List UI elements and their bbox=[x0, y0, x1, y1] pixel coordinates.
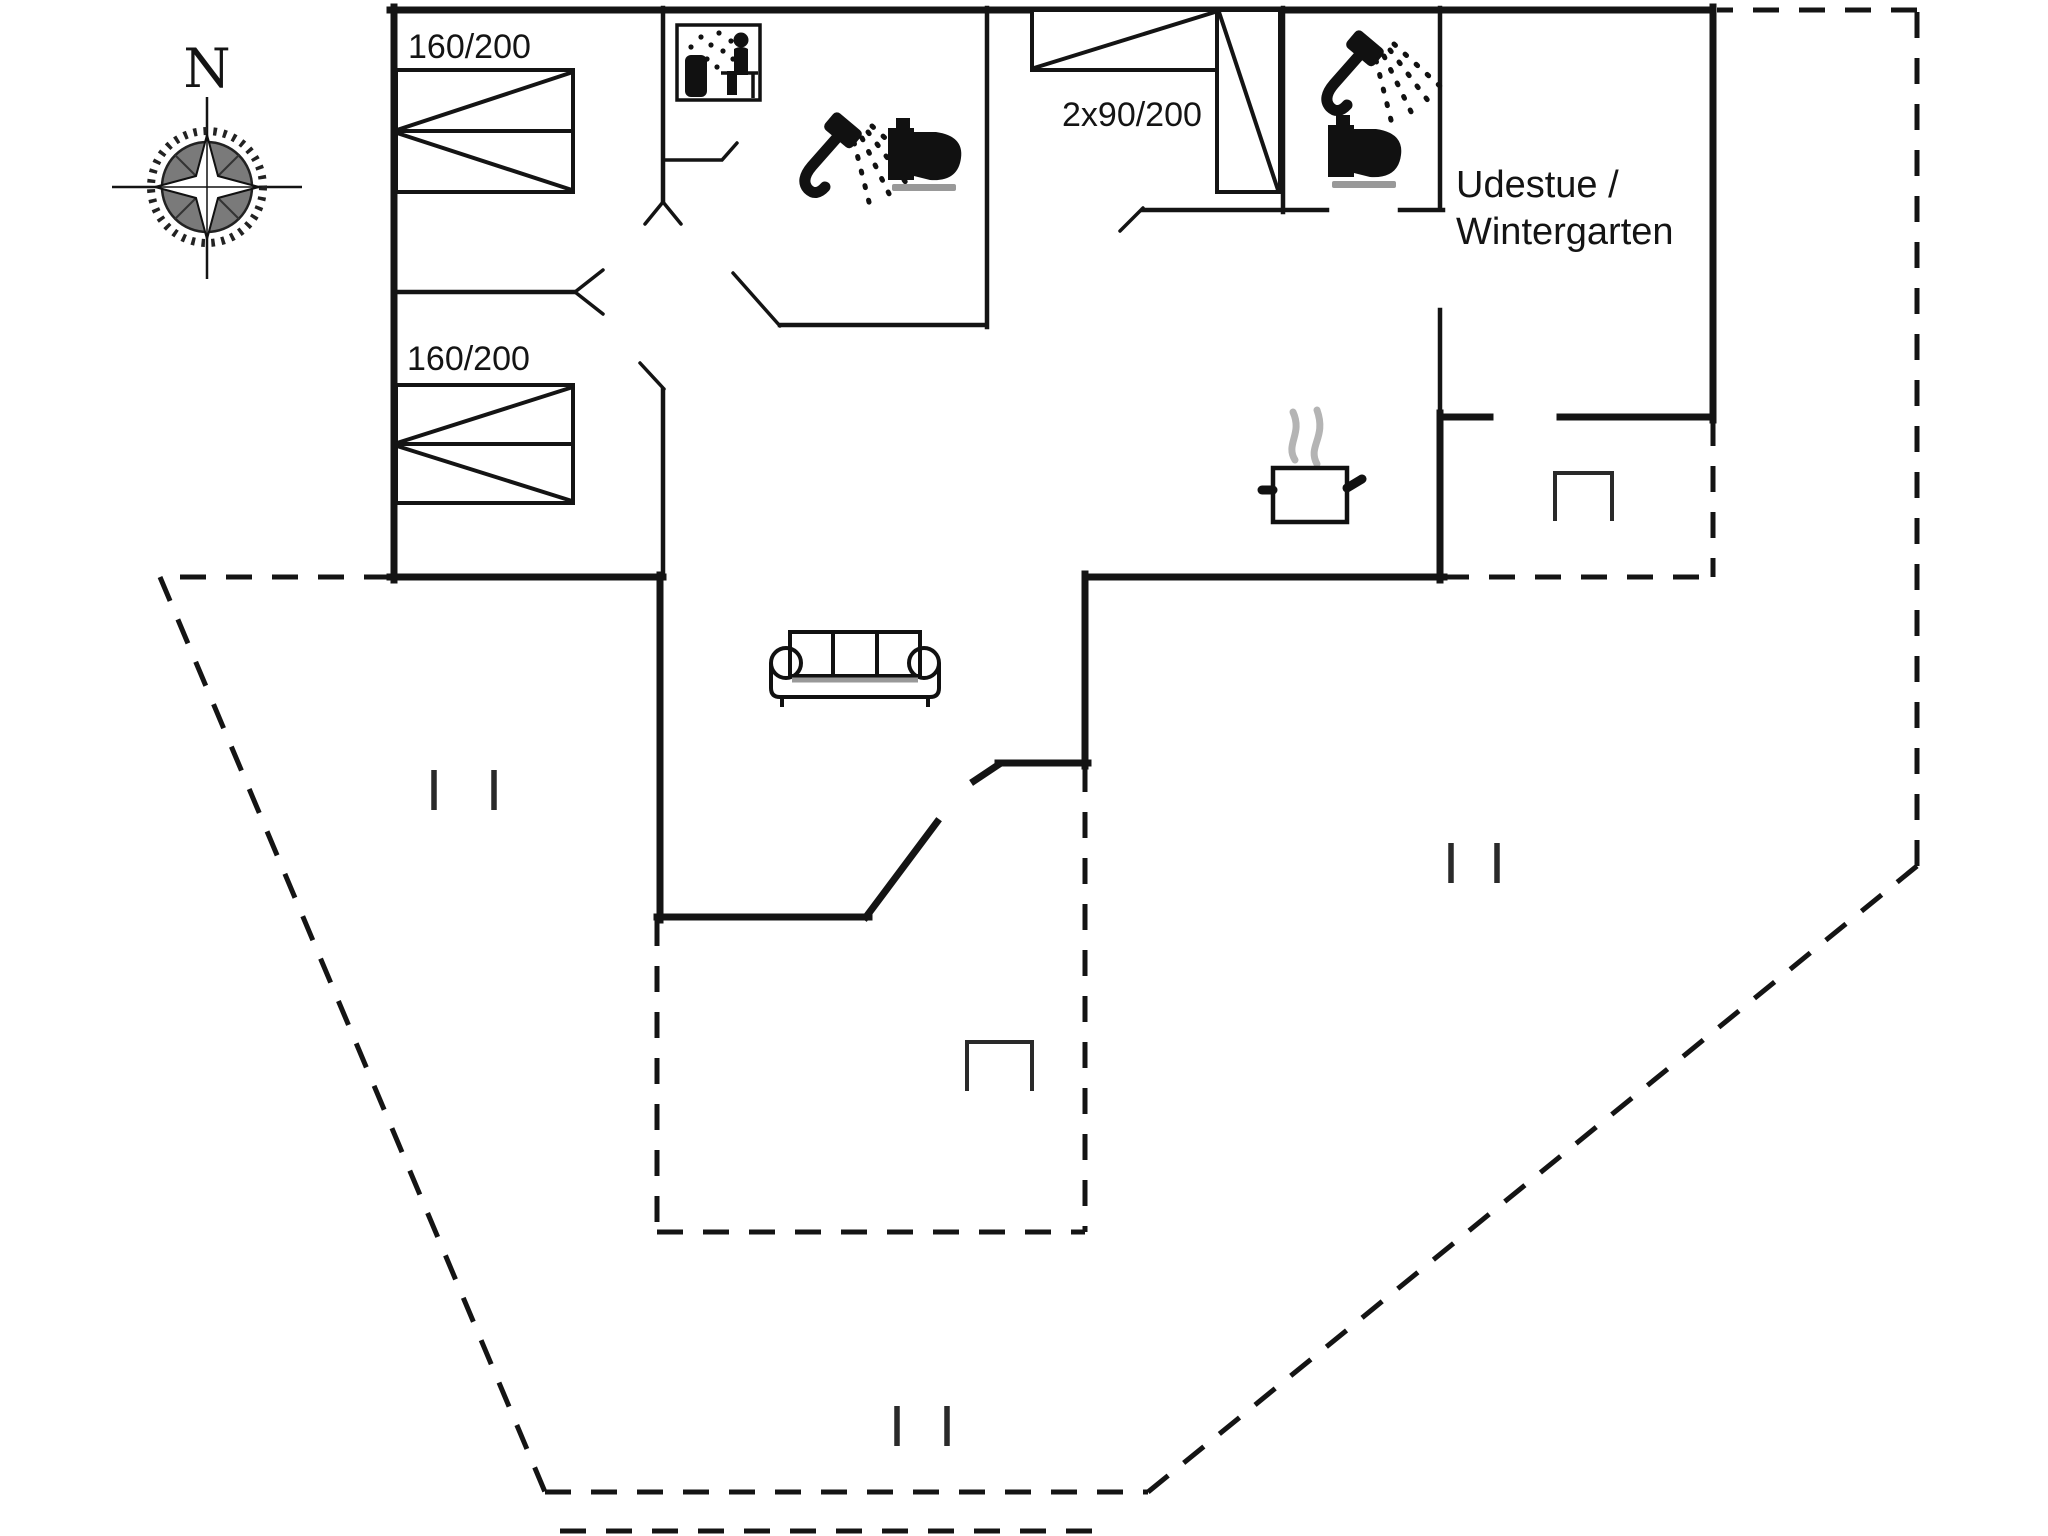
terrace-dashed-outline bbox=[157, 7, 1920, 1534]
door-bedroom-top-left bbox=[573, 268, 605, 316]
door-bathroom1-west bbox=[643, 200, 683, 226]
sauna-icon bbox=[675, 23, 762, 102]
terrace-east-outline bbox=[1443, 420, 1716, 580]
cooking-pot-icon bbox=[1257, 406, 1367, 525]
sofa bbox=[769, 630, 941, 707]
bed-size-label-middle: 2x90/200 bbox=[1062, 96, 1202, 134]
compass-north-label: N bbox=[183, 37, 230, 100]
door-bedroom-middle bbox=[1118, 206, 1145, 233]
interior-walls bbox=[391, 5, 1446, 580]
compass-tick-ring bbox=[147, 127, 267, 247]
double-bed-bottom-left bbox=[394, 383, 575, 505]
compass-rose: N bbox=[112, 37, 302, 279]
door-bathroom1-south bbox=[731, 271, 782, 328]
exterior-walls bbox=[386, 3, 1717, 924]
bed-size-label-bottom-left: 160/200 bbox=[407, 340, 530, 378]
shower-spray bbox=[1373, 41, 1445, 135]
door-marks bbox=[573, 141, 1145, 391]
toilet-icon-bathroom2 bbox=[1328, 115, 1402, 188]
bed-lines bbox=[396, 385, 574, 503]
toilet-icon-bathroom1 bbox=[888, 118, 962, 191]
door-bedroom-bottom-left bbox=[638, 361, 666, 391]
bed-lines bbox=[1217, 11, 1280, 191]
terrace-tick-marks bbox=[431, 770, 1500, 1446]
bed-lines bbox=[1033, 10, 1216, 70]
niche-marker-east bbox=[1553, 471, 1614, 521]
toilet-base bbox=[1332, 181, 1396, 188]
terrace-boundary-left bbox=[157, 574, 1148, 1495]
bed-lines bbox=[396, 70, 574, 192]
bed-size-label-top-left: 160/200 bbox=[408, 28, 531, 66]
steam-lines bbox=[1288, 406, 1324, 468]
terrace-inner-outline bbox=[654, 766, 1088, 1235]
shower-icon-bathroom2 bbox=[1321, 30, 1445, 135]
sunroom-label-line2: Wintergarten bbox=[1456, 211, 1674, 253]
niche-marker-south bbox=[965, 1040, 1034, 1091]
sauna-steam-dots bbox=[688, 30, 736, 70]
toilet-base bbox=[892, 184, 956, 191]
shower-partition bbox=[663, 141, 739, 162]
terrace-markers bbox=[431, 471, 1614, 1446]
sunroom-label-line1: Udestue / bbox=[1456, 164, 1619, 206]
double-bed-top-left bbox=[394, 68, 575, 194]
terrace-boundary-right bbox=[1146, 7, 1920, 1494]
single-beds-middle bbox=[1030, 8, 1282, 194]
